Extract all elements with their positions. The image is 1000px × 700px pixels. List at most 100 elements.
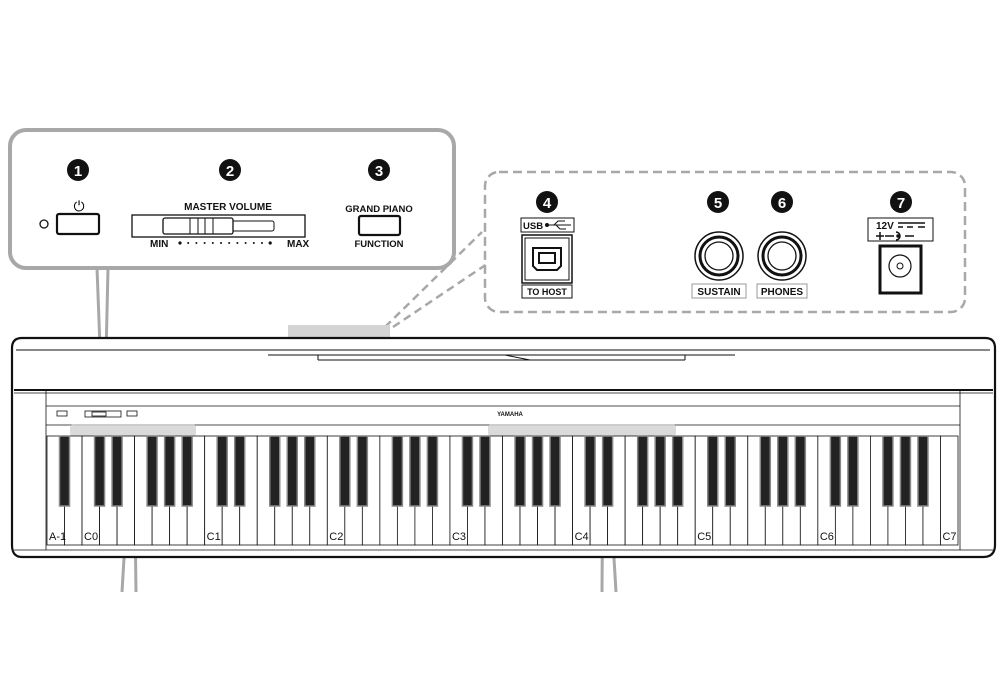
callout-1: 1 bbox=[67, 159, 89, 181]
volume-dot bbox=[236, 242, 239, 244]
sustain-jack[interactable] bbox=[694, 231, 744, 281]
dc-in-jack[interactable] bbox=[878, 244, 923, 295]
key-label: C7 bbox=[942, 531, 956, 543]
svg-text:2: 2 bbox=[226, 163, 234, 180]
volume-dot bbox=[187, 242, 190, 244]
key-label: A-1 bbox=[49, 531, 66, 543]
to-host-label: TO HOST bbox=[527, 287, 567, 297]
phones-label: PHONES bbox=[761, 287, 804, 298]
phones-jack[interactable] bbox=[757, 231, 807, 281]
callout-6: 6 bbox=[771, 191, 793, 213]
to-host-box bbox=[521, 284, 573, 299]
black-key[interactable] bbox=[286, 435, 299, 507]
black-key[interactable] bbox=[724, 435, 736, 507]
master-volume-label: MASTER VOLUME bbox=[184, 202, 272, 213]
key-label: C0 bbox=[84, 531, 98, 543]
black-key[interactable] bbox=[356, 435, 369, 507]
black-key[interactable] bbox=[216, 435, 228, 507]
key-labels: A-1 C0 C1 C2 C3 C4 C5 C6 C7 bbox=[49, 531, 957, 543]
volume-min-label: MIN bbox=[150, 239, 168, 250]
black-key[interactable] bbox=[794, 435, 807, 507]
sustain-label: SUSTAIN bbox=[697, 287, 740, 298]
black-key[interactable] bbox=[899, 435, 912, 507]
black-key[interactable] bbox=[514, 435, 526, 507]
black-key[interactable] bbox=[829, 435, 842, 507]
yamaha-logo: YAMAHA bbox=[497, 412, 523, 418]
black-key[interactable] bbox=[426, 435, 439, 507]
volume-dot bbox=[203, 242, 206, 244]
black-key[interactable] bbox=[181, 435, 193, 507]
black-key[interactable] bbox=[531, 435, 544, 507]
volume-dot bbox=[244, 242, 247, 244]
black-key[interactable] bbox=[58, 435, 71, 507]
volume-dot bbox=[268, 241, 272, 245]
black-key[interactable] bbox=[777, 435, 789, 507]
callout-3: 3 bbox=[368, 159, 390, 181]
black-key[interactable] bbox=[339, 435, 351, 507]
black-key[interactable] bbox=[269, 435, 281, 507]
key-label: C4 bbox=[575, 531, 589, 543]
black-key[interactable] bbox=[847, 435, 859, 507]
front-panel-callout: 1 ⏻ 2 MASTER VOLUME MIN MAX 3 GRAND PIAN… bbox=[8, 128, 456, 270]
callout-7: 7 bbox=[890, 191, 912, 213]
black-key[interactable] bbox=[882, 435, 894, 507]
key-label: C1 bbox=[207, 531, 221, 543]
power-led bbox=[39, 219, 49, 229]
volume-dot bbox=[178, 241, 182, 245]
key-label: C2 bbox=[329, 531, 343, 543]
volume-dot bbox=[211, 242, 214, 244]
svg-text:7: 7 bbox=[897, 195, 905, 212]
black-key[interactable] bbox=[146, 435, 158, 507]
callout-4: 4 bbox=[536, 191, 558, 213]
master-volume-slider[interactable] bbox=[162, 217, 275, 235]
volume-max-label: MAX bbox=[287, 239, 310, 250]
phones-label-box bbox=[756, 283, 808, 299]
svg-text:6: 6 bbox=[778, 195, 786, 212]
key-label: C6 bbox=[820, 531, 834, 543]
volume-dot bbox=[220, 242, 222, 244]
black-key[interactable] bbox=[233, 435, 246, 507]
black-key[interactable] bbox=[304, 435, 316, 507]
white-key[interactable] bbox=[940, 435, 959, 546]
black-key[interactable] bbox=[636, 435, 649, 507]
black-key[interactable] bbox=[461, 435, 474, 507]
callout-5: 5 bbox=[707, 191, 729, 213]
black-key[interactable] bbox=[584, 435, 596, 507]
volume-scale-dots bbox=[178, 241, 272, 245]
usb-label: USB bbox=[523, 221, 543, 232]
black-key[interactable] bbox=[654, 435, 666, 507]
svg-text:1: 1 bbox=[74, 163, 82, 180]
rear-panel-callout: 4 USB TO HOST 5 SUSTAIN 6 bbox=[483, 170, 967, 314]
connector-highlight bbox=[288, 325, 390, 339]
black-key[interactable] bbox=[759, 435, 772, 507]
key-label: C5 bbox=[697, 531, 711, 543]
dc-voltage-label: 12V bbox=[876, 221, 894, 232]
black-key[interactable] bbox=[409, 435, 421, 507]
black-key[interactable] bbox=[93, 435, 106, 507]
svg-text:5: 5 bbox=[714, 195, 722, 212]
black-key[interactable] bbox=[917, 435, 929, 507]
power-button[interactable] bbox=[55, 212, 101, 236]
black-key[interactable] bbox=[479, 435, 491, 507]
mini-panel bbox=[56, 410, 138, 418]
black-key[interactable] bbox=[601, 435, 614, 507]
left-control-highlight bbox=[70, 424, 196, 437]
black-key[interactable] bbox=[706, 435, 719, 507]
usb-port[interactable] bbox=[521, 234, 573, 284]
volume-dot bbox=[228, 242, 231, 244]
volume-dot bbox=[252, 242, 255, 244]
black-key[interactable] bbox=[671, 435, 684, 507]
black-key[interactable] bbox=[163, 435, 176, 507]
grand-piano-function-button[interactable] bbox=[357, 214, 402, 237]
grand-piano-label: GRAND PIANO bbox=[345, 204, 413, 215]
svg-text:3: 3 bbox=[375, 163, 383, 180]
key-label: C3 bbox=[452, 531, 466, 543]
black-key[interactable] bbox=[391, 435, 404, 507]
black-key[interactable] bbox=[549, 435, 561, 507]
black-key[interactable] bbox=[111, 435, 123, 507]
volume-dot bbox=[195, 242, 198, 244]
power-icon: ⏻ bbox=[73, 198, 84, 214]
usb-icon bbox=[545, 220, 571, 230]
callout-2: 2 bbox=[219, 159, 241, 181]
sustain-label-box bbox=[691, 283, 747, 299]
